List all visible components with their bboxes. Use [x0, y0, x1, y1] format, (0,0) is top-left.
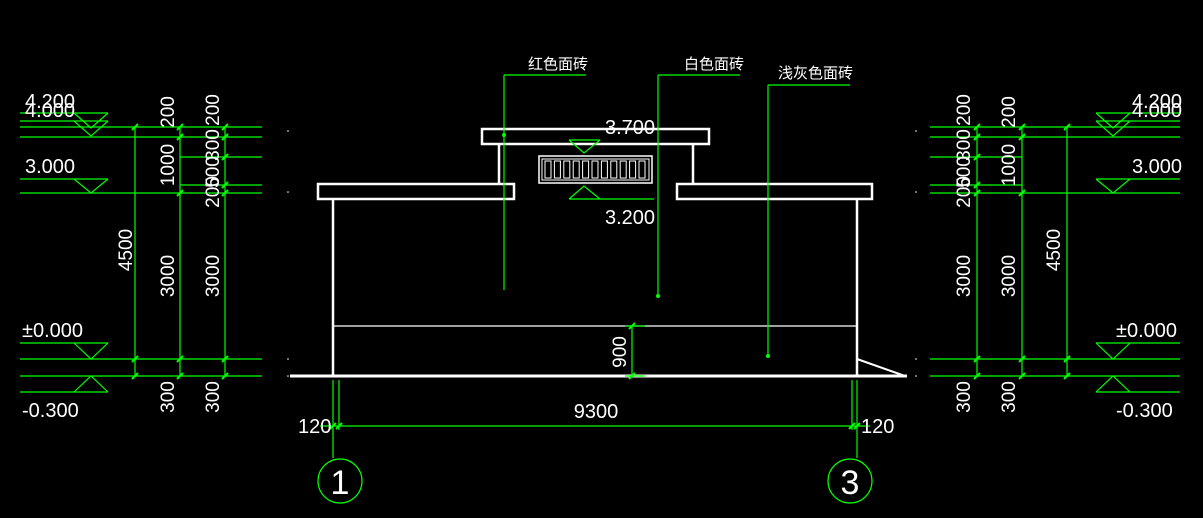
right-dim-ticks: [973, 123, 1071, 380]
grille-bar: [572, 160, 580, 179]
horizontal-dimension: 120 9300 120: [298, 380, 894, 458]
dim-200: 200: [999, 96, 1020, 128]
dim-120-left: 120: [298, 416, 331, 438]
dim-900: 900: [610, 336, 631, 368]
level-mark-3200: 3.200: [568, 185, 655, 229]
dim-200: 200: [203, 176, 224, 208]
red-tile-label: 红色面砖: [528, 55, 588, 73]
elevation-mark-m300-right: -0.300: [1095, 375, 1180, 422]
left-dimension-block: 4.200 4.000 3.000 ±0.000 -0.300 4500 200…: [20, 91, 289, 422]
callout-red-tile: 红色面砖: [502, 55, 588, 290]
elevation-mark-3000: 3.000: [20, 156, 109, 194]
left-eave: [316, 182, 516, 201]
elevation-mark-0000: ±0.000: [20, 320, 109, 360]
level-mark-3700: 3.700: [568, 117, 655, 154]
elev-4000-text-right: 4.000: [1132, 100, 1182, 122]
dim-200: 200: [158, 96, 179, 128]
vent-grille: [538, 155, 653, 184]
light-grey-tile-label: 浅灰色面砖: [778, 64, 853, 82]
elev-4000-text: 4.000: [25, 100, 75, 122]
dim-500: 500: [954, 156, 975, 188]
dim-4500: 4500: [116, 229, 137, 271]
dim-500: 500: [203, 156, 224, 188]
ramp-line: [856, 358, 906, 377]
axis-3-label: 3: [841, 464, 860, 502]
grille-bar: [563, 160, 571, 179]
axis-bubble-1: 1: [317, 458, 363, 504]
elevation-mark-m300: -0.300: [20, 375, 109, 422]
upper-roof-cap: [480, 127, 711, 146]
callout-light-grey-tile: 浅灰色面砖: [766, 64, 853, 358]
grille-bar: [638, 160, 646, 179]
elev-m300-text: -0.300: [22, 400, 79, 422]
grille-bar: [600, 160, 608, 179]
elevation-mark-3000-right: 3.000: [1095, 156, 1182, 194]
dim-200: 200: [203, 94, 224, 126]
dim-300: 300: [203, 381, 224, 413]
dim-9300: 9300: [574, 401, 619, 423]
grille-bar: [629, 160, 637, 179]
elev-0000-text: ±0.000: [22, 320, 83, 342]
dim-3000: 3000: [158, 255, 179, 297]
dim-200: 200: [954, 94, 975, 126]
callout-white-tile: 白色面砖: [656, 55, 744, 298]
grille-bar: [591, 160, 599, 179]
dim-3000: 3000: [999, 255, 1020, 297]
dim-1000: 1000: [999, 144, 1020, 186]
building-outline: [290, 127, 907, 378]
dim-300: 300: [954, 129, 975, 161]
grille-bar: [553, 160, 561, 179]
dim-300: 300: [999, 381, 1020, 413]
axis-1-label: 1: [331, 464, 350, 502]
dim-900-group: 900: [610, 322, 645, 380]
elevation-mark-4200-right: 4.200 4.000: [1095, 91, 1182, 137]
grille-bar: [582, 160, 590, 179]
dim-4500: 4500: [1044, 229, 1065, 271]
axis-bubble-3: 3: [827, 458, 873, 504]
grille-bar: [610, 160, 618, 179]
grille-bar: [619, 160, 627, 179]
dim-3000: 3000: [203, 255, 224, 297]
elevation-mark-4200: 4.200 4.000: [20, 91, 109, 137]
elevation-mark-0000-right: ±0.000: [1095, 320, 1180, 360]
level-3200-text: 3.200: [605, 207, 655, 229]
white-tile-label: 白色面砖: [684, 55, 744, 73]
elev-3000-text: 3.000: [25, 156, 75, 178]
dim-300: 300: [158, 381, 179, 413]
elev-3000-text-right: 3.000: [1132, 156, 1182, 178]
right-eave: [675, 182, 874, 201]
dim-3000: 3000: [954, 255, 975, 297]
elev-0000-text-right: ±0.000: [1116, 320, 1177, 342]
left-dim-ticks: [131, 123, 229, 380]
level-3700-text: 3.700: [605, 117, 655, 139]
dim-120-right: 120: [861, 416, 894, 438]
grille-bar: [544, 160, 552, 179]
dim-300: 300: [954, 381, 975, 413]
dim-1000: 1000: [158, 144, 179, 186]
dim-200: 200: [954, 176, 975, 208]
elev-m300-text-right: -0.300: [1116, 400, 1173, 422]
dim-300: 300: [203, 129, 224, 161]
elev-4200-text: 4.200: [25, 91, 75, 113]
right-dimension-block: 4.200 4.000 3.000 ±0.000 -0.300 200 300 …: [915, 91, 1182, 422]
elev-4200-text-right: 4.200: [1132, 91, 1182, 113]
